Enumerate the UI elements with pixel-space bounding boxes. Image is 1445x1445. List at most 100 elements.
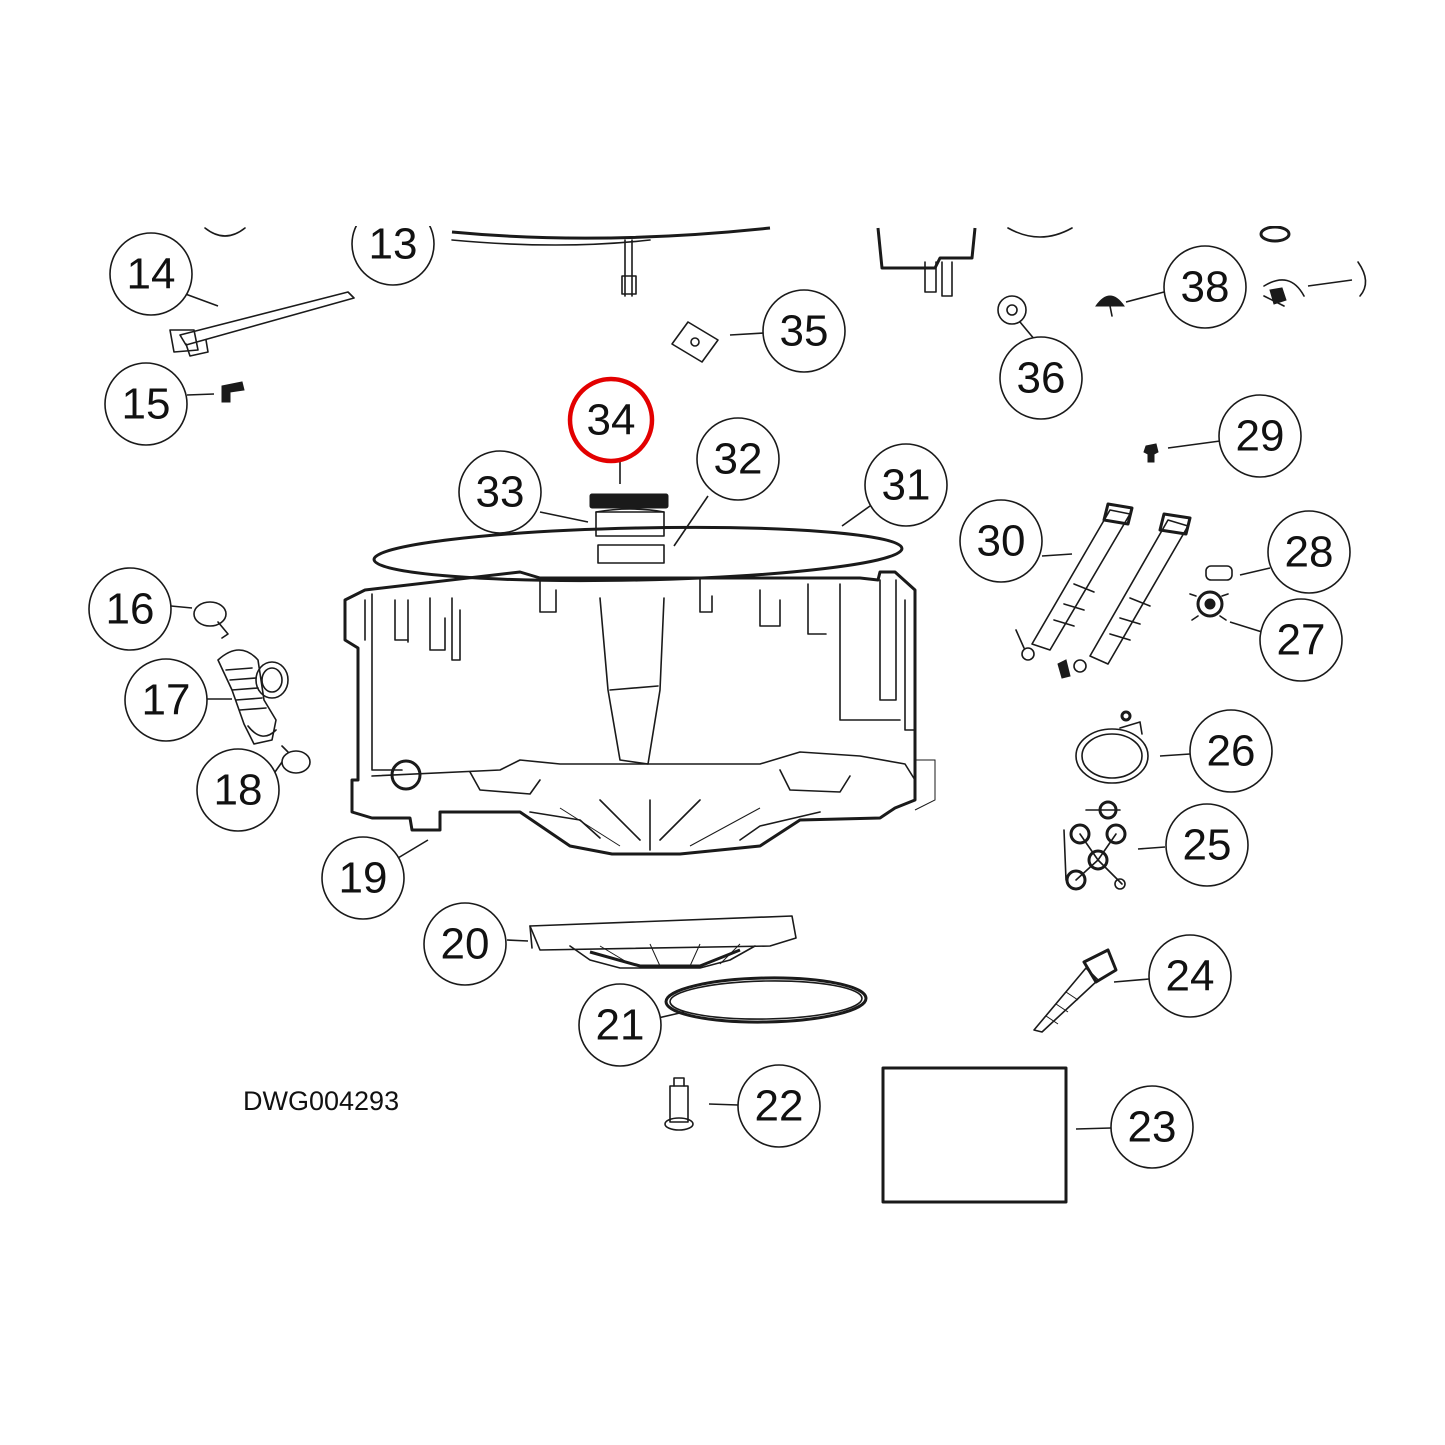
callouts: 13 14 15 16 17 18 19 20 21 22 23 24 25 2…: [88, 202, 1351, 1169]
part-16-clamp: [193, 601, 229, 639]
leader-19: [397, 839, 429, 859]
callout-18[interactable]: 18: [196, 748, 280, 832]
part-25-brackets: [1063, 800, 1127, 891]
leader-21: [657, 1011, 685, 1019]
callout-22-label: 22: [755, 1082, 804, 1131]
part-14-rod: [169, 291, 355, 357]
callout-23-label: 23: [1128, 1103, 1177, 1152]
leader-35: [729, 332, 765, 336]
part-19-outer-tub: [343, 570, 936, 856]
part-26-wire: [1075, 710, 1149, 784]
leader-30: [1041, 553, 1073, 557]
callout-32[interactable]: 32: [696, 417, 780, 501]
callout-17-label: 17: [142, 676, 191, 725]
callout-27-label: 27: [1277, 616, 1326, 665]
parts-artwork: [169, 225, 1367, 1204]
callout-24-label: 24: [1166, 952, 1215, 1001]
leader-16: [170, 605, 193, 609]
part-35-plate: [671, 321, 719, 363]
callout-31[interactable]: 31: [864, 443, 948, 527]
leader-lines: [170, 279, 1353, 1130]
callout-35[interactable]: 35: [762, 289, 846, 373]
callout-15-label: 15: [122, 380, 171, 429]
callout-38[interactable]: 38: [1163, 245, 1247, 329]
leader-20: [506, 939, 529, 942]
callout-30-label: 30: [977, 517, 1026, 566]
part-17-hose: [217, 649, 289, 745]
callout-14[interactable]: 14: [109, 232, 193, 316]
callout-30[interactable]: 30: [959, 499, 1043, 583]
part-15-fitting: [221, 381, 245, 403]
callout-19-label: 19: [339, 854, 388, 903]
callout-21-label: 21: [596, 1001, 645, 1050]
callout-16[interactable]: 16: [88, 567, 172, 651]
leader-38b: [1307, 279, 1353, 287]
leader-22: [708, 1103, 739, 1106]
part-18-clamp: [281, 745, 311, 774]
part-38-clips: [1095, 261, 1367, 317]
part-21-belt: [664, 976, 868, 1024]
callout-28-label: 28: [1285, 528, 1334, 577]
callout-33[interactable]: 33: [458, 450, 542, 534]
callout-28[interactable]: 28: [1267, 510, 1351, 594]
part-24-screw: [1033, 948, 1118, 1033]
callout-26-label: 26: [1207, 727, 1256, 776]
leader-18: [274, 761, 283, 773]
callout-36[interactable]: 36: [999, 336, 1083, 420]
callout-20-label: 20: [441, 920, 490, 969]
callout-26[interactable]: 26: [1189, 709, 1273, 793]
leader-28: [1239, 567, 1271, 576]
part-33-bearing-housing: [595, 508, 665, 537]
leader-15: [186, 393, 215, 396]
leader-24: [1113, 978, 1150, 983]
part-20-rear-panel: [529, 915, 797, 969]
leader-32: [673, 495, 709, 547]
callout-24[interactable]: 24: [1148, 934, 1232, 1018]
part-36-washer: [997, 295, 1027, 325]
leader-26: [1159, 753, 1191, 757]
top-crop-mask: [0, 0, 1445, 226]
callout-14-label: 14: [127, 250, 176, 299]
leader-36: [1019, 321, 1036, 341]
part-34-nut: [589, 493, 669, 509]
callout-33-label: 33: [476, 468, 525, 517]
callout-35-label: 35: [780, 307, 829, 356]
callout-19[interactable]: 19: [321, 836, 405, 920]
callout-20[interactable]: 20: [423, 902, 507, 986]
leader-31: [841, 505, 871, 527]
drawing-number: DWG004293: [243, 1086, 399, 1116]
callout-29[interactable]: 29: [1218, 394, 1302, 478]
callout-29-label: 29: [1236, 412, 1285, 461]
callout-17[interactable]: 17: [124, 658, 208, 742]
part-23-box: [881, 1066, 1068, 1204]
callout-18-label: 18: [214, 766, 263, 815]
callout-32-label: 32: [714, 435, 763, 484]
part-top-cutoff: [204, 225, 1291, 297]
callout-34[interactable]: 34: [567, 376, 655, 464]
leader-38: [1125, 291, 1165, 303]
leader-23: [1075, 1127, 1112, 1130]
part-22-bolt: [664, 1077, 694, 1131]
callout-31-label: 31: [882, 461, 931, 510]
part-28-pin: [1205, 565, 1233, 581]
leader-29: [1167, 440, 1221, 449]
part-31-gasket: [372, 525, 904, 583]
callout-23[interactable]: 23: [1110, 1085, 1194, 1169]
callout-34-highlight-ring: [567, 376, 655, 464]
callout-27[interactable]: 27: [1259, 598, 1343, 682]
callout-21[interactable]: 21: [578, 983, 662, 1067]
callout-15[interactable]: 15: [104, 362, 188, 446]
part-29-screw: [1143, 443, 1159, 463]
leader-27: [1229, 621, 1263, 633]
callout-34-label: 34: [587, 396, 636, 445]
callout-36-label: 36: [1017, 354, 1066, 403]
leader-33: [539, 511, 589, 523]
part-30-shock-absorbers: [1015, 502, 1192, 679]
callout-16-label: 16: [106, 585, 155, 634]
part-32-seal: [597, 544, 665, 564]
callout-22[interactable]: 22: [737, 1064, 821, 1148]
callout-25-label: 25: [1183, 821, 1232, 870]
callout-25[interactable]: 25: [1165, 803, 1249, 887]
